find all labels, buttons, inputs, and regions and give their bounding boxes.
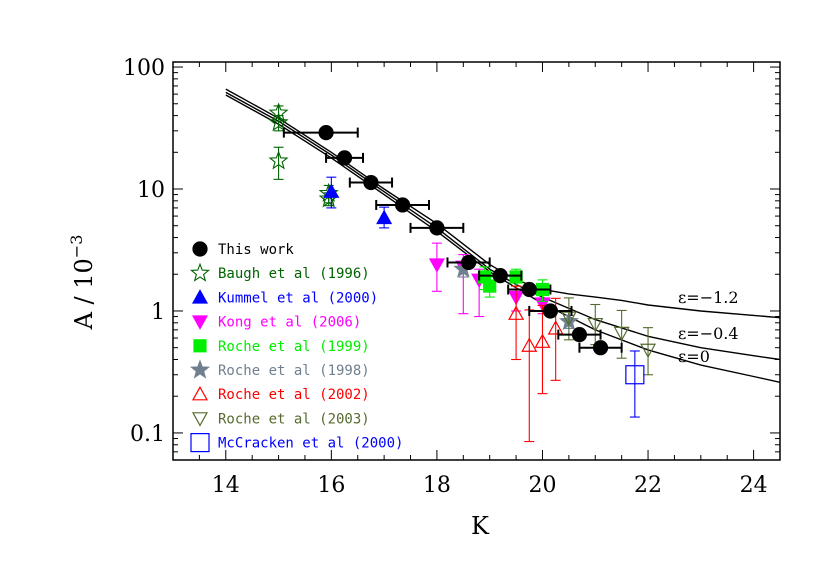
series [282,125,623,356]
data-point [190,433,210,453]
legend-label: Kummel et al (2000) [218,290,378,306]
y-axis-ticks: 0.1 1 10 100 [123,56,780,461]
legend-item: Baugh et al (1996) [189,262,370,282]
x-tick-label: 16 [317,473,345,498]
legend-item: McCracken et al (2000) [190,433,403,453]
legend-label: Baugh et al (1996) [218,266,370,282]
model-curve [225,88,780,319]
data-point [268,112,289,132]
x-tick-label: 20 [528,473,556,498]
legend-item: Roche et al (1998) [189,359,370,379]
data-point [191,289,209,304]
curve-label: ε=−1.2 [678,288,739,307]
data-point [521,281,537,298]
data-point [191,412,209,427]
legend-item: Roche et al (2002) [191,385,370,403]
legend-item: Kummel et al (2000) [191,289,378,306]
curve-label: ε=−0.4 [678,324,739,343]
data-point [189,359,211,379]
legend-label: Roche et al (2002) [218,387,370,403]
data-point [428,258,445,273]
data-point [492,268,508,284]
y-tick-label: 10 [137,178,165,203]
data-point [318,125,334,141]
curve-label: ε=0 [678,347,710,366]
y-tick-label: 1 [151,300,165,325]
data-point [323,183,340,198]
data-point [521,337,538,352]
legend-item: This work [192,241,294,258]
data-point [613,326,630,342]
x-tick-label: 22 [634,473,662,498]
legend-item: Kong et al (2006) [191,315,361,331]
data-point [429,220,445,236]
y-axis-label-group: A / 10−3 [67,235,98,331]
y-tick-label: 100 [123,56,165,81]
data-point [191,315,209,330]
data-point [483,279,497,293]
y-axis-label-exponent: −3 [67,235,86,259]
data-point [192,241,208,257]
data-points [268,102,657,443]
series [323,176,393,229]
data-point [509,270,523,284]
y-tick-label: 0.1 [130,422,165,447]
data-point [376,209,393,225]
data-point [587,317,604,333]
data-point [542,303,558,319]
data-point [363,174,379,191]
x-axis-ticks: 14 16 18 20 22 24 [172,62,781,498]
data-point [534,333,551,348]
curve-labels: ε=−1.2 ε=−0.4 ε=0 [678,288,739,366]
x-tick-label: 14 [212,473,240,498]
plot-frame [172,61,781,461]
y-axis-label: A / 10 [70,258,98,330]
data-point [193,339,207,353]
series [560,297,657,376]
data-point [547,320,564,335]
data-point [640,343,657,359]
legend-label: This work [218,242,294,258]
data-point [460,254,477,271]
legend-label: Roche et al (1998) [218,363,370,379]
data-point [395,197,411,213]
legend-label: Roche et al (2003) [218,411,370,427]
data-point [508,305,525,320]
data-point [592,340,609,356]
data-point [336,150,353,166]
legend-label: Roche et al (1999) [218,339,370,355]
data-point [625,365,645,385]
data-point [571,327,588,343]
legend-label: McCracken et al (2000) [218,436,403,452]
legend-label: Kong et al (2006) [218,315,361,331]
data-point [268,150,289,170]
data-point [189,262,211,282]
data-point [191,385,209,401]
data-point [560,311,577,326]
x-tick-label: 18 [423,473,451,498]
legend-item: Roche et al (1999) [193,339,370,355]
x-axis-label: K [471,512,490,540]
series [625,350,645,418]
x-tick-label: 24 [740,473,768,498]
legend-item: Roche et al (2003) [191,411,370,427]
